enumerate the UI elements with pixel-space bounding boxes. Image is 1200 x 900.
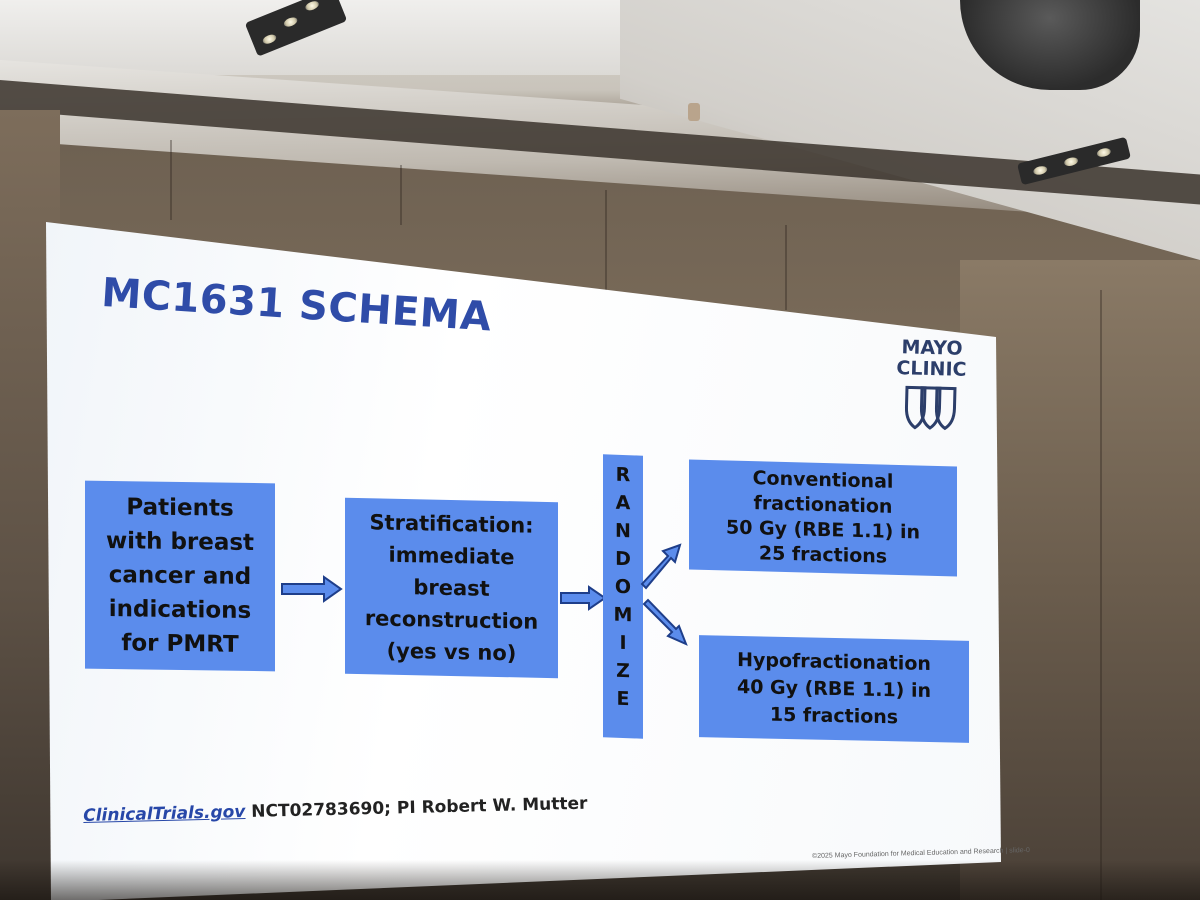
randomize-letter: N [615,519,631,543]
hypofractionation-text: Hypofractionation 40 Gy (RBE 1.1) in 15 … [736,648,932,728]
wall-panel-seam [400,165,402,225]
randomize-letter: Z [616,659,630,683]
arrow-right-icon [281,575,343,603]
mayo-shields-icon [904,385,957,431]
randomize-letter: M [613,603,633,627]
trial-reference-text: NCT02783690; PI Robert W. Mutter [245,793,588,823]
wall-panel-seam [1100,290,1102,900]
wall-panel-seam [170,140,172,220]
patients-text: Patients with breast cancer and indicati… [105,494,255,658]
hypofractionation-box: Hypofractionation 40 Gy (RBE 1.1) in 15 … [699,635,969,743]
logo-text-line2: CLINIC [896,357,967,381]
randomize-box: R A N D O M I Z E [603,454,643,739]
stratification-box: Stratification: immediate breast reconst… [345,497,558,679]
randomize-letter: R [615,463,631,487]
ceiling-sprinkler [688,103,700,121]
randomize-letter: E [616,687,630,711]
arrow-down-right-icon [642,598,688,646]
arrow-up-right-icon [640,543,682,590]
patients-box: Patients with breast cancer and indicati… [85,480,275,672]
mayo-clinic-logo: MAYO CLINIC [893,336,970,438]
randomize-letter: I [619,631,627,655]
clinicaltrials-link[interactable]: ClinicalTrials.gov [83,802,246,826]
room-shadow [0,860,1200,900]
conventional-fractionation-box: Conventional fractionation 50 Gy (RBE 1.… [689,459,957,577]
conventional-text: Conventional fractionation 50 Gy (RBE 1.… [725,467,921,568]
slide-title: MC1631 SCHEMA [100,270,493,341]
arrow-right-icon [560,585,607,611]
wall-panel-seam [785,225,787,310]
randomize-letter: A [615,491,631,515]
randomize-letter: O [614,575,632,599]
randomize-letter: D [615,547,631,571]
wall-panel-seam [605,190,607,290]
trial-reference: ClinicalTrials.gov NCT02783690; PI Rober… [83,794,588,826]
copyright-notice: ©2025 Mayo Foundation for Medical Educat… [811,846,1030,861]
stratification-text: Stratification: immediate breast reconst… [364,510,539,666]
